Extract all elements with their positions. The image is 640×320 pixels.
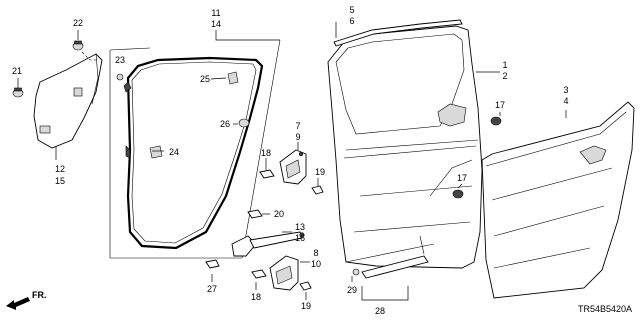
clip-21-part xyxy=(12,87,24,98)
callout-25: 25 xyxy=(200,74,210,84)
callout-20: 20 xyxy=(274,209,284,219)
door-weatherstrip-part xyxy=(123,56,264,250)
callout-22: 22 xyxy=(73,18,83,28)
callout-18-upper: 18 xyxy=(261,148,271,158)
callout-1: 1 xyxy=(502,60,507,70)
callout-8: 8 xyxy=(313,248,318,258)
door-checker-part xyxy=(231,231,305,257)
sill-molding-part xyxy=(345,243,435,279)
clip-24-part xyxy=(149,145,163,159)
callout-14: 14 xyxy=(211,19,221,29)
callout-19-lower: 19 xyxy=(301,301,311,311)
lower-hinge-part xyxy=(269,255,299,291)
callout-13: 13 xyxy=(295,222,305,232)
front-direction-arrow xyxy=(6,297,30,310)
callout-23: 23 xyxy=(115,55,125,65)
callout-3: 3 xyxy=(563,85,568,95)
sash-molding-5-6-part xyxy=(333,19,463,47)
callout-28: 28 xyxy=(375,306,385,316)
clip-22-part xyxy=(72,40,84,51)
bolt-19-upper-part xyxy=(311,185,324,195)
callout-18-lower: 18 xyxy=(251,292,261,302)
bolt-19-lower-part xyxy=(299,281,312,291)
outer-door-skin-part xyxy=(481,101,635,299)
callout-17-left: 17 xyxy=(457,173,467,183)
grommet-17-left-part xyxy=(452,189,464,199)
clip-29-part xyxy=(352,268,360,276)
callout-11: 11 xyxy=(211,8,220,18)
callout-6: 6 xyxy=(349,16,354,26)
callout-10: 10 xyxy=(311,259,321,269)
callout-7: 7 xyxy=(295,121,300,131)
callout-19-upper: 19 xyxy=(315,167,325,177)
callout-21: 21 xyxy=(12,66,22,76)
door-panel-assembly-part xyxy=(327,25,483,269)
grommet-17-center-part xyxy=(490,116,502,126)
plug-26-part xyxy=(238,118,250,128)
bolt-27-part xyxy=(205,259,220,269)
callout-16: 16 xyxy=(295,233,305,243)
callout-12: 12 xyxy=(55,164,65,174)
front-direction-label: FR. xyxy=(32,290,47,300)
weatherstrip-group-box xyxy=(109,30,281,259)
callout-26: 26 xyxy=(220,119,230,129)
bolt-20-part xyxy=(247,209,263,219)
callout-17-center: 17 xyxy=(495,100,505,110)
callout-27: 27 xyxy=(207,284,217,294)
callout-15: 15 xyxy=(55,176,65,186)
door-sash-trim-part xyxy=(33,51,103,149)
diagram-code: TR54B5420A xyxy=(578,304,632,314)
bolt-18-lower-part xyxy=(251,269,267,279)
callout-29: 29 xyxy=(347,285,357,295)
bolt-18-upper-part xyxy=(259,169,275,179)
callout-24: 24 xyxy=(169,147,179,157)
callout-9: 9 xyxy=(295,132,300,142)
callout-4: 4 xyxy=(563,96,568,106)
upper-hinge-part xyxy=(279,149,307,185)
clip-23-part xyxy=(116,73,124,81)
callout-2: 2 xyxy=(502,71,507,81)
callout-5: 5 xyxy=(349,5,354,15)
clip-25-part xyxy=(227,71,239,85)
